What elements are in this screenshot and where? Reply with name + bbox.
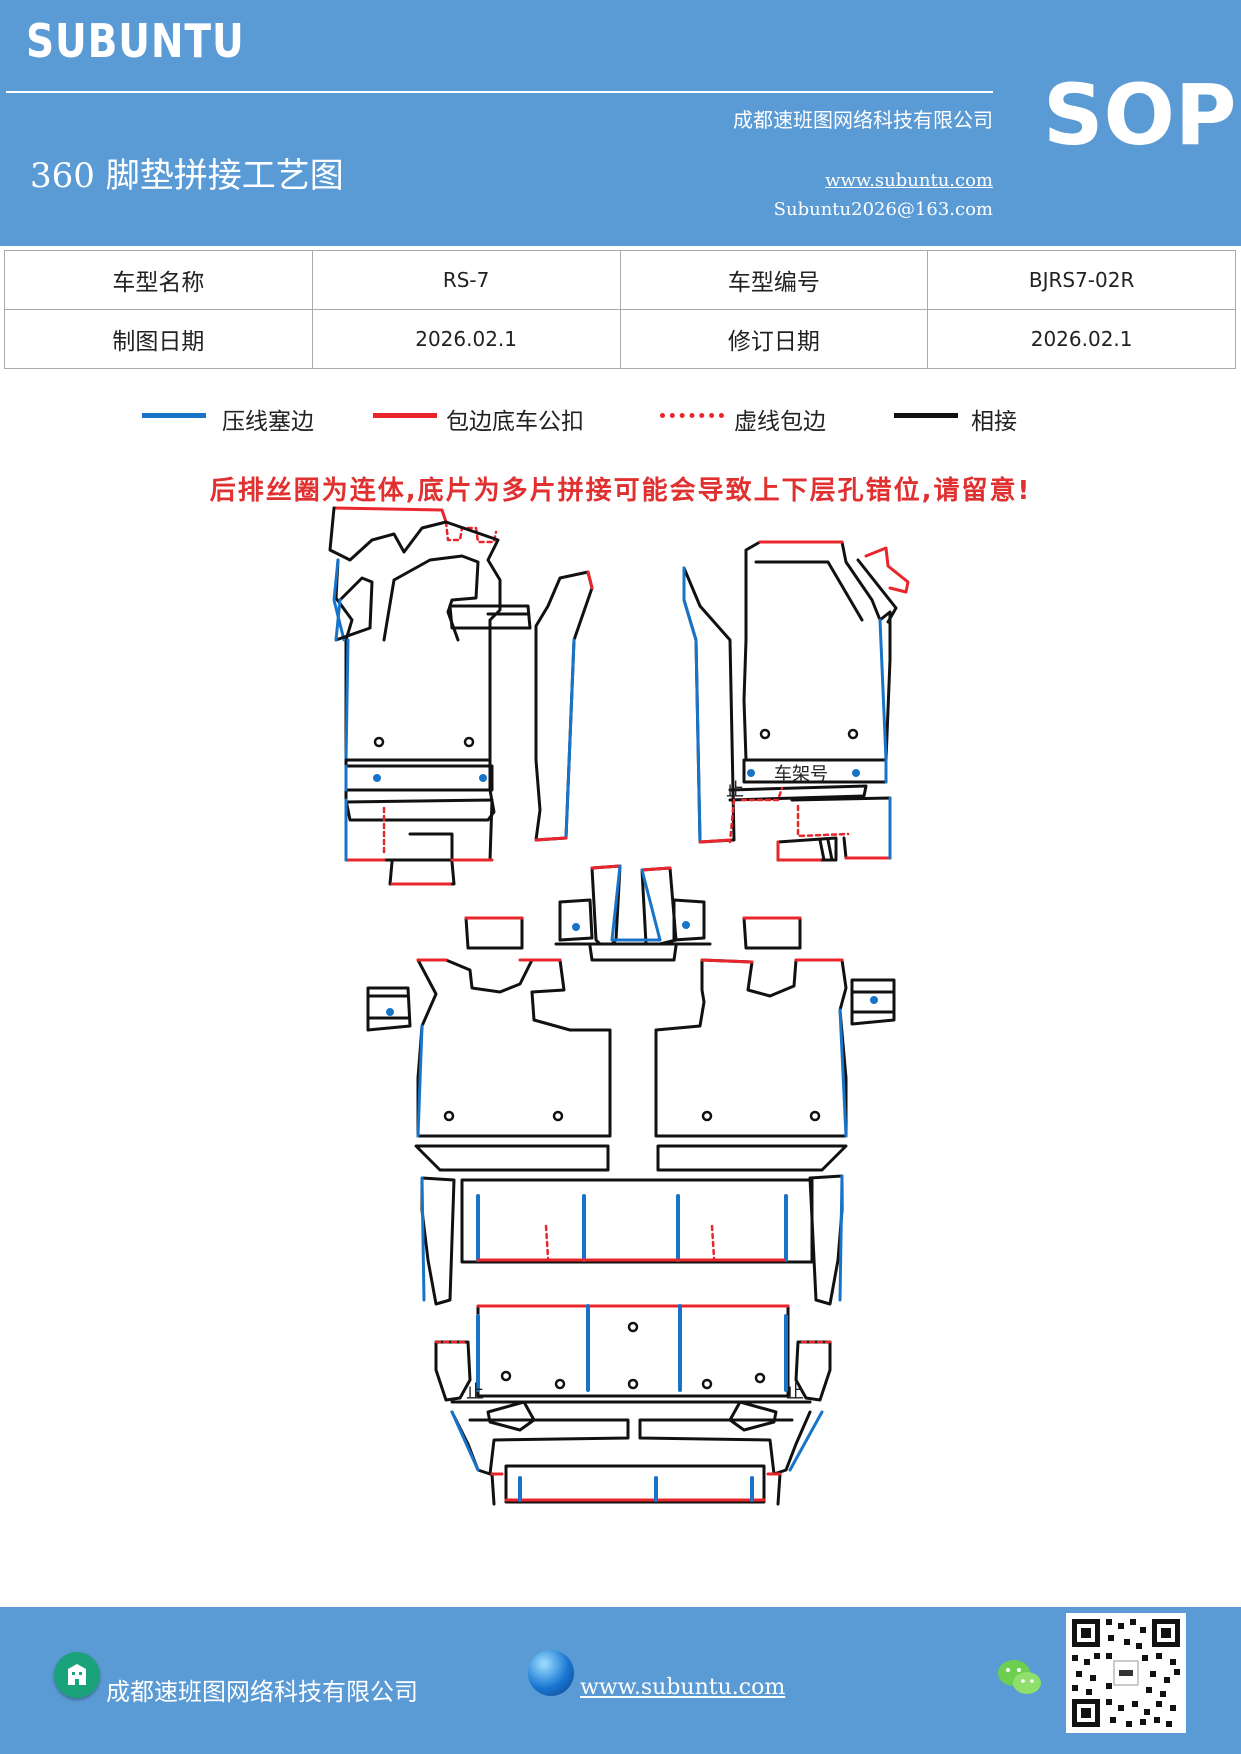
building-icon bbox=[54, 1652, 100, 1698]
legend-swatch-black bbox=[894, 413, 958, 418]
stop-mark-top: 止 bbox=[726, 780, 744, 801]
header-email: Subuntu2026@163.com bbox=[773, 199, 993, 220]
brand-logo: SUBUNTU bbox=[26, 14, 245, 68]
warning-note: 后排丝圈为连体,底片为多片拼接可能会导致上下层孔错位,请留意! bbox=[209, 476, 1032, 506]
revise-date-value: 2026.02.1 bbox=[927, 309, 1236, 369]
footer-website-link[interactable]: www.subuntu.com bbox=[580, 1675, 786, 1700]
legend-swatch-blue bbox=[142, 413, 206, 418]
stop-mark-left: 止 bbox=[466, 1382, 484, 1403]
trunk-lower-mat: 止 止 bbox=[434, 1304, 832, 1506]
front-right-mat: 车架号 止 bbox=[726, 540, 910, 862]
legend-label: 相接 bbox=[971, 409, 1017, 435]
model-name-value: RS-7 bbox=[311, 250, 621, 310]
legend-label: 包边底车公扣 bbox=[446, 409, 584, 435]
sop-label: SOP bbox=[1043, 66, 1237, 164]
left-side-strip bbox=[534, 570, 594, 842]
table-row: 制图日期 2026.02.1 修订日期 2026.02.1 bbox=[4, 309, 1236, 369]
draw-date-value: 2026.02.1 bbox=[311, 309, 621, 369]
legend-label: 虚线包边 bbox=[734, 409, 826, 435]
stop-mark-right: 止 bbox=[786, 1382, 804, 1403]
rear-left-mat bbox=[366, 916, 612, 1172]
rear-right-mat bbox=[654, 916, 896, 1172]
center-tunnel-piece bbox=[554, 864, 712, 962]
header-divider bbox=[6, 91, 993, 93]
trunk-upper-mat bbox=[420, 1174, 844, 1306]
legend-swatch-red bbox=[373, 413, 437, 418]
table-row: 车型名称 RS-7 车型编号 BJRS7-02R bbox=[4, 250, 1236, 310]
footer-company: 成都速班图网络科技有限公司 bbox=[106, 1678, 418, 1706]
model-code-label: 车型编号 bbox=[619, 250, 929, 310]
revise-date-label: 修订日期 bbox=[619, 309, 929, 369]
legend-swatch-red-dotted bbox=[660, 413, 724, 418]
front-left-mat bbox=[328, 506, 532, 886]
header-banner: SUBUNTU 成都速班图网络科技有限公司 360 脚垫拼接工艺图 www.su… bbox=[0, 0, 1241, 246]
footer-banner: 成都速班图网络科技有限公司 www.subuntu.com bbox=[0, 1607, 1241, 1754]
right-side-strip bbox=[682, 566, 736, 844]
model-code-value: BJRS7-02R bbox=[927, 250, 1236, 310]
vin-label: 车架号 bbox=[774, 764, 828, 785]
header-company: 成都速班图网络科技有限公司 bbox=[733, 108, 993, 132]
model-name-label: 车型名称 bbox=[4, 250, 313, 310]
qr-code[interactable] bbox=[1066, 1613, 1186, 1733]
globe-icon bbox=[528, 1650, 574, 1696]
page-title: 360 脚垫拼接工艺图 bbox=[30, 156, 344, 196]
draw-date-label: 制图日期 bbox=[4, 309, 313, 369]
info-table: 车型名称 RS-7 车型编号 BJRS7-02R 制图日期 2026.02.1 … bbox=[4, 250, 1236, 369]
legend: 压线塞边 包边底车公扣 虚线包边 相接 bbox=[0, 398, 1241, 438]
legend-label: 压线塞边 bbox=[222, 409, 314, 435]
header-website-link[interactable]: www.subuntu.com bbox=[825, 170, 993, 191]
wechat-icon[interactable] bbox=[996, 1657, 1044, 1699]
